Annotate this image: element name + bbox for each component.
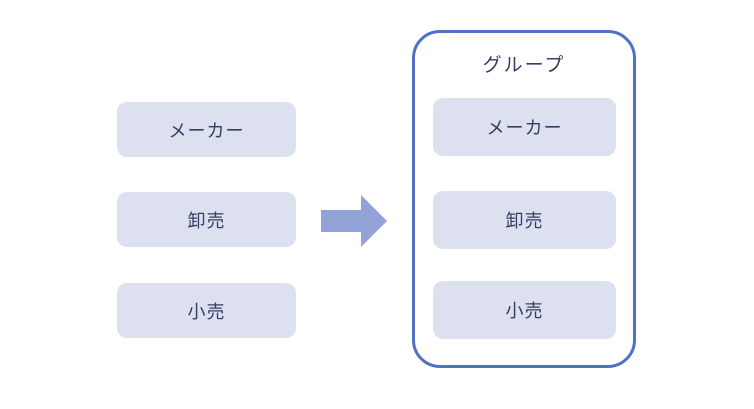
left-box-retail-label: 小売: [187, 301, 226, 322]
right-arrow-shape: [321, 195, 387, 247]
left-box-wholesale-label: 卸売: [187, 210, 226, 231]
left-box-wholesale: 卸売: [117, 192, 296, 247]
left-box-retail: 小売: [117, 283, 296, 338]
group-box-retail: 小売: [433, 281, 616, 339]
group-box-retail-label: 小売: [505, 301, 544, 321]
group-box-maker: メーカー: [433, 98, 616, 156]
group-title: グループ: [482, 55, 566, 76]
group-box-wholesale-label: 卸売: [505, 211, 544, 231]
group-box-maker-label: メーカー: [486, 118, 563, 138]
left-box-maker-label: メーカー: [168, 120, 245, 141]
group-box-wholesale: 卸売: [433, 191, 616, 249]
right-arrow-icon: [321, 195, 387, 247]
left-box-maker: メーカー: [117, 102, 296, 157]
